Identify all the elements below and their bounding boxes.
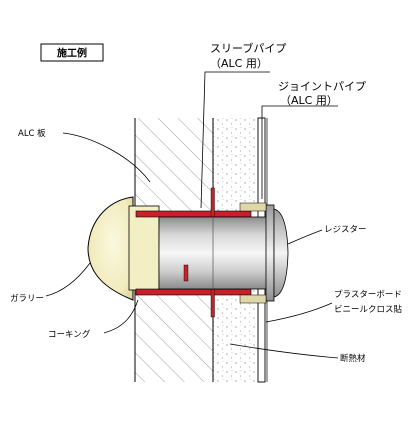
- register-seal-bottom: [239, 294, 267, 304]
- gallery-hood: [87, 196, 160, 301]
- register-seal-top: [239, 202, 267, 212]
- register-label: レジスター: [324, 225, 367, 235]
- vinyl-cloth-label: ビニールクロス貼: [334, 304, 403, 315]
- sleeve-pipe: [135, 187, 252, 318]
- alc-board-label: ALC 板: [18, 128, 46, 139]
- sleeve-pipe-leader: [200, 71, 270, 209]
- joint-pipe-label: ジョイントパイプ: [278, 80, 366, 93]
- insulation-leader: [229, 343, 339, 359]
- register-plate: [265, 204, 275, 302]
- plaster-board-label: プラスターボード: [334, 290, 402, 300]
- sleeve-flange-top: [210, 187, 215, 219]
- gallery-label: ガラリー: [10, 293, 44, 304]
- title-box: 施工例: [40, 43, 104, 62]
- sleeve-pipe-bottom: [135, 288, 252, 296]
- caulking-leader: [103, 299, 139, 334]
- title-frame: [40, 43, 104, 62]
- caulking-label: コーキング: [48, 329, 91, 340]
- leader-lines: [45, 71, 339, 359]
- title-text: 施工例: [57, 47, 87, 60]
- sleeve-flange-bottom: [210, 288, 215, 318]
- sleeve-pipe-top: [135, 210, 252, 218]
- insulation-label: 断熱材: [340, 353, 366, 364]
- sleeve-pipe-label: スリーブパイプ: [210, 41, 286, 55]
- register-face: [273, 208, 289, 298]
- gallery-dome: [87, 196, 134, 301]
- register: [239, 202, 289, 304]
- joint-pipe: [158, 216, 268, 290]
- labels: スリーブパイプ （ALC 用） ジョイントパイプ （ALC 用） ALC 板 レ…: [10, 41, 403, 364]
- plaster-board-leader: [265, 302, 333, 323]
- gallery-collar: [128, 205, 160, 291]
- sleeve-pipe-note: （ALC 用）: [210, 57, 268, 70]
- alc-board-leader: [62, 132, 151, 183]
- joint-pipe-note: （ALC 用）: [280, 94, 338, 107]
- pipe-fastener: [183, 264, 189, 282]
- register-leader: [287, 229, 323, 245]
- joint-pipe-leader: [261, 105, 338, 199]
- gallery-leader: [45, 262, 91, 297]
